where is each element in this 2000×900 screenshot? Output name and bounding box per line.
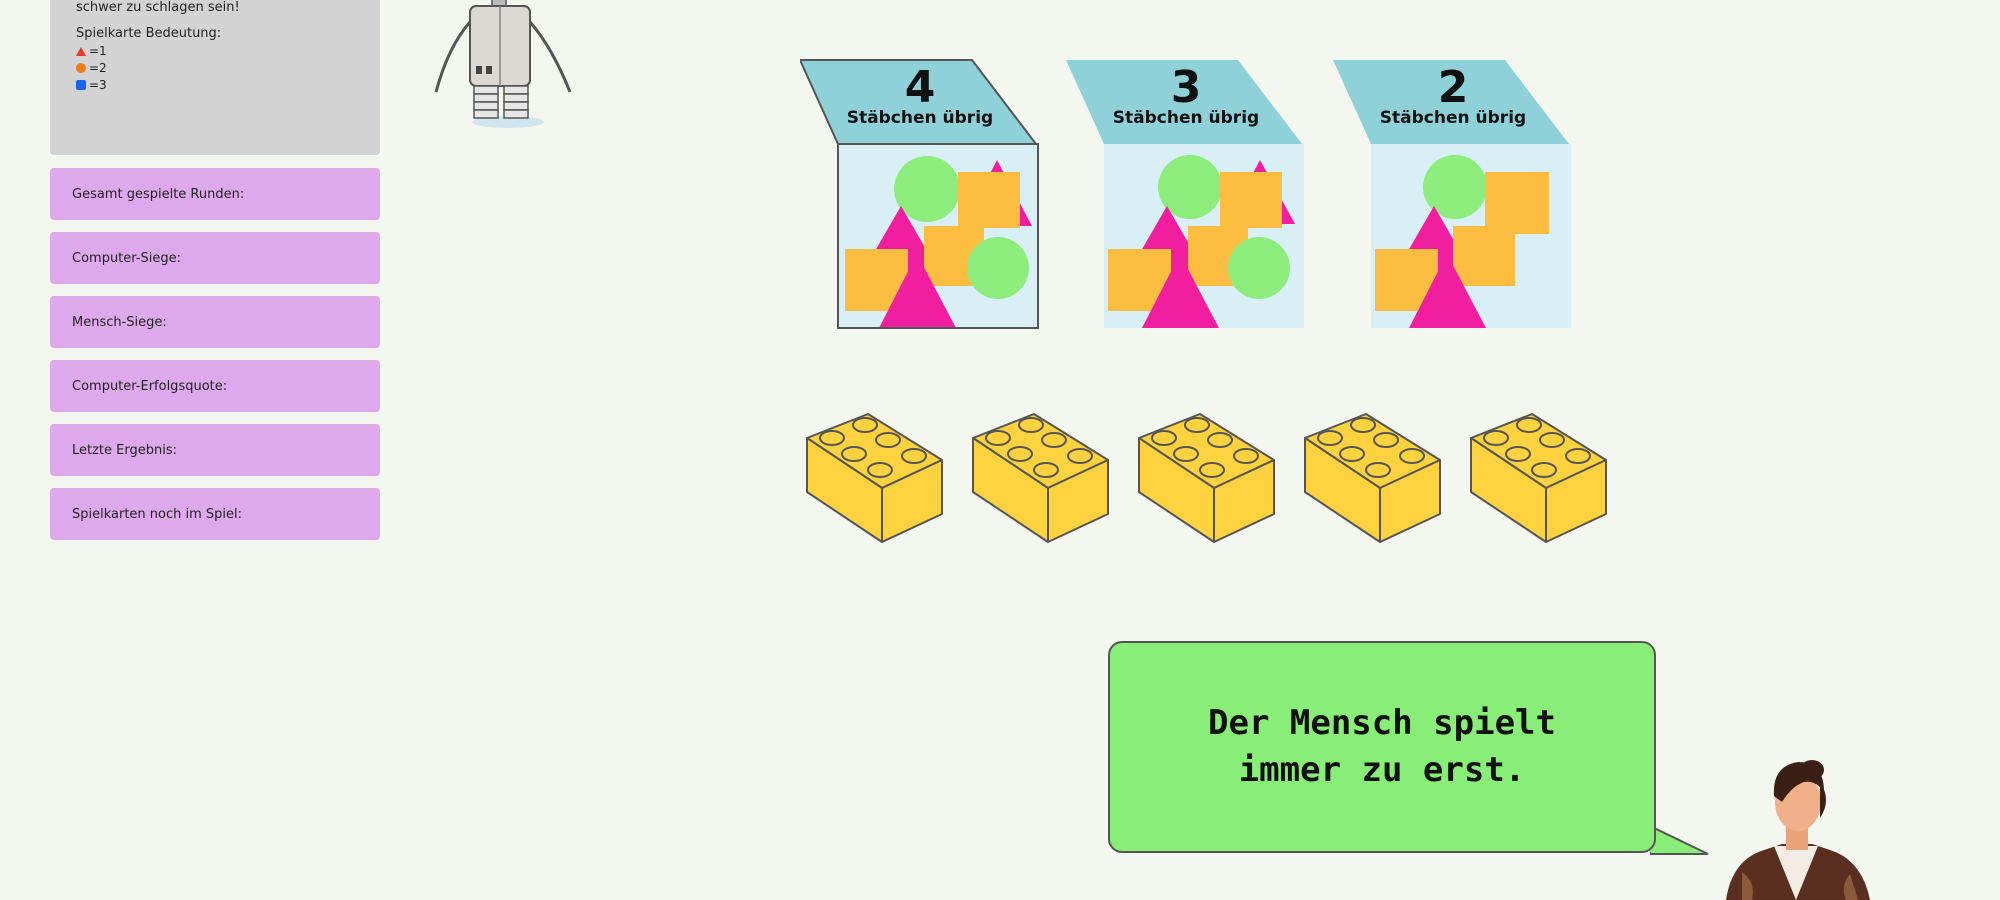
speech-text: Der Mensch spielt immer zu erst. bbox=[1208, 703, 1556, 790]
card-remaining-label: Stäbchen übrig bbox=[1112, 108, 1260, 128]
speech-bubble-tail bbox=[1650, 826, 1709, 855]
legend-label: =1 bbox=[89, 44, 107, 58]
brick-2[interactable] bbox=[968, 408, 1112, 548]
circle-icon bbox=[76, 63, 86, 73]
card-pile-3[interactable]: 2 Stäbchen übrig bbox=[1333, 58, 1573, 330]
card-remaining-label: Stäbchen übrig bbox=[846, 108, 994, 128]
brick-4[interactable] bbox=[1300, 408, 1444, 548]
card-count: 2 bbox=[1437, 62, 1469, 113]
robot-icon bbox=[434, 0, 572, 128]
stat-computer-success-rate: Computer-Erfolgsquote: bbox=[50, 360, 380, 412]
stat-label: Computer-Erfolgsquote: bbox=[72, 378, 228, 394]
card-box-graphic bbox=[1066, 60, 1304, 328]
card-pile-1[interactable]: 4 Stäbchen übrig bbox=[800, 58, 1040, 330]
speech-bubble: Der Mensch spielt immer zu erst. bbox=[1108, 641, 1656, 853]
card-remaining-label: Stäbchen übrig bbox=[1379, 108, 1527, 128]
legend-title: Spielkarte Bedeutung: bbox=[76, 26, 222, 41]
stat-label: Computer-Siege: bbox=[72, 250, 181, 266]
legend-item-triangle: =1 bbox=[76, 44, 107, 58]
card-count: 3 bbox=[1170, 62, 1202, 113]
stat-cards-in-game: Spielkarten noch im Spiel: bbox=[50, 488, 380, 540]
card-pile-2[interactable]: 3 Stäbchen übrig bbox=[1066, 58, 1306, 330]
brick-1[interactable] bbox=[802, 408, 946, 548]
stat-label: Spielkarten noch im Spiel: bbox=[72, 506, 243, 522]
card-count: 4 bbox=[904, 62, 936, 113]
stat-label: Letzte Ergebnis: bbox=[72, 442, 177, 458]
square-icon bbox=[76, 80, 86, 90]
info-text: schwer zu schlagen sein! bbox=[76, 0, 240, 15]
legend-label: =3 bbox=[89, 78, 107, 92]
stat-total-rounds: Gesamt gespielte Runden: bbox=[50, 168, 380, 220]
info-panel: schwer zu schlagen sein! Spielkarte Bede… bbox=[50, 0, 380, 155]
stat-human-wins: Mensch-Siege: bbox=[50, 296, 380, 348]
card-box-graphic bbox=[1333, 60, 1571, 328]
brick-3[interactable] bbox=[1134, 408, 1278, 548]
stat-label: Mensch-Siege: bbox=[72, 314, 167, 330]
brick-5[interactable] bbox=[1466, 408, 1610, 548]
legend-item-circle: =2 bbox=[76, 61, 107, 75]
stat-last-result: Letzte Ergebnis: bbox=[50, 424, 380, 476]
stat-label: Gesamt gespielte Runden: bbox=[72, 186, 245, 202]
legend-item-square: =3 bbox=[76, 78, 107, 92]
legend-label: =2 bbox=[89, 61, 107, 75]
human-avatar bbox=[1726, 760, 1870, 900]
stat-computer-wins: Computer-Siege: bbox=[50, 232, 380, 284]
card-box-graphic bbox=[800, 59, 1039, 329]
triangle-icon bbox=[76, 46, 86, 56]
